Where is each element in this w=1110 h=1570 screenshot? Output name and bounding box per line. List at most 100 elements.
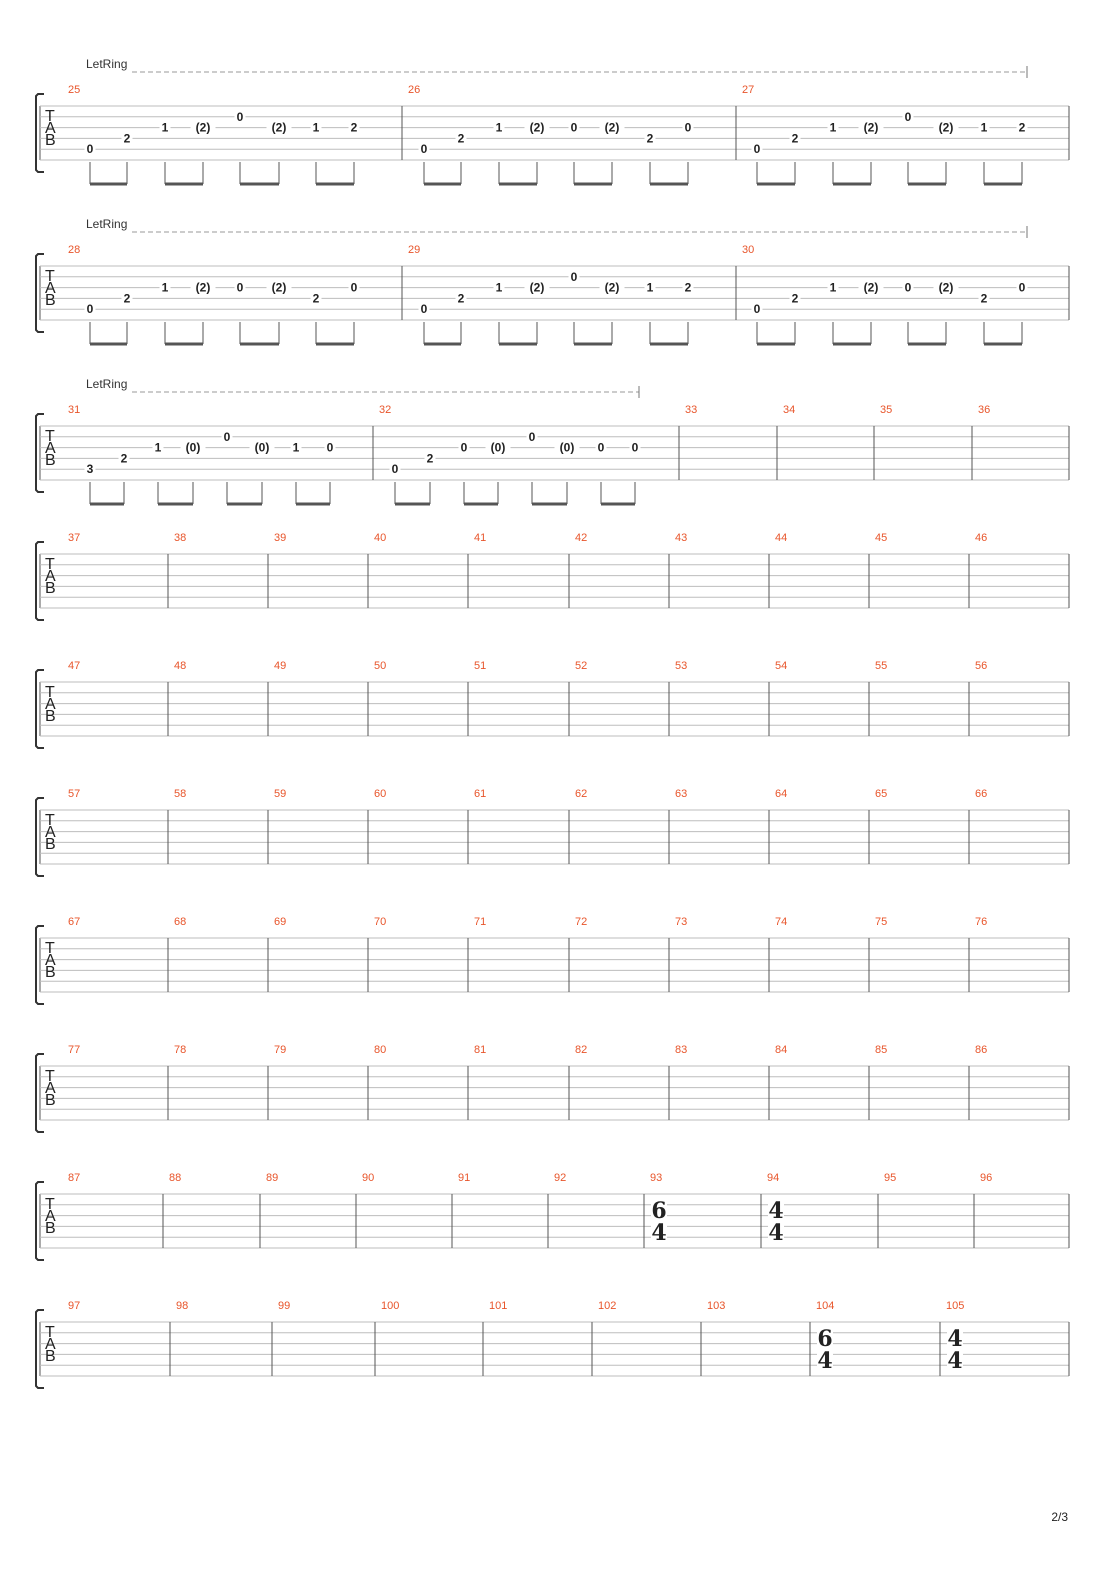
measure-number: 96 — [980, 1172, 992, 1184]
measure-number: 102 — [598, 1300, 616, 1312]
measure-number: 36 — [978, 404, 990, 416]
measure-number: 76 — [975, 916, 987, 928]
measure-number: 55 — [875, 660, 887, 672]
measure-number: 88 — [169, 1172, 181, 1184]
tab-clef-letter: B — [45, 580, 56, 597]
tab-clef-letter: T — [45, 556, 55, 573]
page-number: 2/3 — [1051, 1510, 1068, 1524]
tab-clef-letter: A — [45, 440, 56, 457]
measure-number: 101 — [489, 1300, 507, 1312]
tab-clef-letter: A — [45, 120, 56, 137]
fret-number: 0 — [327, 441, 334, 455]
measure-number: 82 — [575, 1044, 587, 1056]
let-ring-label: LetRing — [86, 377, 127, 391]
fret-number: 0 — [461, 441, 468, 455]
measure-number: 65 — [875, 788, 887, 800]
measure-number: 60 — [374, 788, 386, 800]
system-bracket — [35, 1181, 44, 1261]
measure-number: 95 — [884, 1172, 896, 1184]
fret-number: 0 — [754, 302, 761, 316]
measure-number: 70 — [374, 916, 386, 928]
fret-number: 2 — [427, 451, 434, 465]
fret-number: 2 — [313, 291, 320, 305]
fret-number: 1 — [830, 281, 837, 295]
fret-number: 2 — [124, 291, 131, 305]
fret-number: 0 — [237, 281, 244, 295]
let-ring-label: LetRing — [86, 57, 127, 71]
fret-number: 0 — [529, 430, 536, 444]
fret-number: 2 — [792, 291, 799, 305]
tab-clef-letter: T — [45, 684, 55, 701]
measure-number: 39 — [274, 532, 286, 544]
fret-number: 0 — [351, 281, 358, 295]
fret-number: (0) — [491, 441, 506, 455]
measure-number: 53 — [675, 660, 687, 672]
fret-number: 2 — [124, 131, 131, 145]
tab-clef-letter: T — [45, 1068, 55, 1085]
tab-clef-letter: T — [45, 940, 55, 957]
measure-number: 72 — [575, 916, 587, 928]
fret-number: 2 — [647, 131, 654, 145]
measure-number: 38 — [174, 532, 186, 544]
tab-clef-letter: A — [45, 1336, 56, 1353]
fret-number: (2) — [864, 121, 879, 135]
time-signature-denominator: 4 — [817, 1348, 832, 1374]
fret-number: 1 — [830, 121, 837, 135]
measure-number: 32 — [379, 404, 391, 416]
measure-number: 28 — [68, 244, 80, 256]
fret-number: (2) — [272, 121, 287, 135]
tab-clef-letter: B — [45, 452, 56, 469]
fret-number: (0) — [186, 441, 201, 455]
fret-number: 0 — [87, 302, 94, 316]
measure-number: 45 — [875, 532, 887, 544]
measure-number: 89 — [266, 1172, 278, 1184]
fret-number: (2) — [530, 281, 545, 295]
measure-number: 90 — [362, 1172, 374, 1184]
tab-clef-letter: A — [45, 280, 56, 297]
measure-number: 62 — [575, 788, 587, 800]
tab-clef-letter: A — [45, 824, 56, 841]
measure-number: 61 — [474, 788, 486, 800]
tab-clef-letter: A — [45, 568, 56, 585]
time-signature-denominator: 4 — [947, 1348, 962, 1374]
measure-number: 54 — [775, 660, 787, 672]
system-bracket — [35, 797, 44, 877]
measure-number: 94 — [767, 1172, 779, 1184]
fret-number: (0) — [255, 441, 270, 455]
fret-number: 1 — [293, 441, 300, 455]
measure-number: 37 — [68, 532, 80, 544]
fret-number: (2) — [939, 121, 954, 135]
time-signature-numerator: 6 — [651, 1198, 666, 1224]
fret-number: 2 — [458, 291, 465, 305]
measure-number: 26 — [408, 84, 420, 96]
tab-clef-letter: B — [45, 708, 56, 725]
fret-number: 0 — [685, 121, 692, 135]
fret-number: (2) — [605, 121, 620, 135]
fret-number: 3 — [87, 462, 94, 476]
measure-number: 30 — [742, 244, 754, 256]
measure-number: 41 — [474, 532, 486, 544]
fret-number: 1 — [496, 281, 503, 295]
measure-number: 29 — [408, 244, 420, 256]
time-signature-numerator: 4 — [768, 1198, 783, 1224]
measure-number: 50 — [374, 660, 386, 672]
tab-clef-letter: T — [45, 108, 55, 125]
system-bracket — [35, 413, 44, 493]
measure-number: 51 — [474, 660, 486, 672]
measure-number: 104 — [816, 1300, 834, 1312]
measure-number: 58 — [174, 788, 186, 800]
system-bracket — [35, 925, 44, 1005]
system-bracket — [35, 1309, 44, 1389]
fret-number: 2 — [351, 121, 358, 135]
measure-number: 86 — [975, 1044, 987, 1056]
tab-clef-letter: A — [45, 1080, 56, 1097]
measure-number: 68 — [174, 916, 186, 928]
measure-number: 71 — [474, 916, 486, 928]
tab-clef-letter: B — [45, 964, 56, 981]
